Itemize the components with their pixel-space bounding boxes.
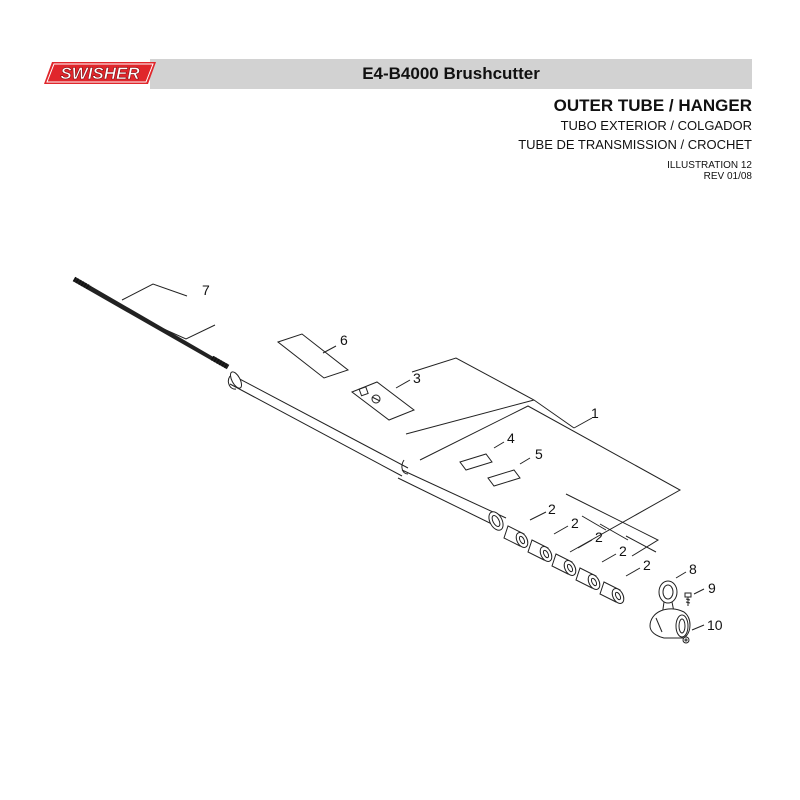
nut xyxy=(682,636,690,644)
callout-2b: 2 xyxy=(571,515,579,531)
leader-7c xyxy=(156,324,216,340)
callout-7: 7 xyxy=(202,282,210,298)
label-part-5 xyxy=(487,469,521,487)
bushing-1 xyxy=(503,525,529,548)
callout-2d: 2 xyxy=(619,543,627,559)
callout-8: 8 xyxy=(689,561,697,577)
leaders-2 xyxy=(529,493,660,577)
section-title-es: TUBO EXTERIOR / COLGADOR xyxy=(560,118,752,133)
bushing-3 xyxy=(551,553,577,576)
leader-3-to-1 xyxy=(411,357,575,429)
leader-10 xyxy=(691,624,705,631)
label-part-6 xyxy=(276,333,350,379)
callout-2e: 2 xyxy=(643,557,651,573)
leader-7b xyxy=(131,311,147,321)
header-bar xyxy=(150,59,752,89)
callout-6: 6 xyxy=(340,332,348,348)
callout-9: 9 xyxy=(708,580,716,596)
callout-10: 10 xyxy=(707,617,723,633)
leader-1-tag xyxy=(573,417,593,429)
model-title: E4-B4000 Brushcutter xyxy=(362,64,540,83)
label-part-4 xyxy=(459,453,493,471)
screw xyxy=(684,592,692,606)
bushing-4 xyxy=(575,567,601,590)
callout-5: 5 xyxy=(535,446,543,462)
leader-4 xyxy=(493,441,505,449)
section-title-fr: TUBE DE TRANSMISSION / CROCHET xyxy=(518,137,752,152)
warning-label-part-3 xyxy=(350,381,416,421)
outer-tube xyxy=(227,371,507,531)
section-title-en: OUTER TUBE / HANGER xyxy=(553,96,752,115)
leader-3 xyxy=(395,379,411,389)
leader-3-to-tube xyxy=(405,399,535,435)
leader-9 xyxy=(693,588,705,595)
leader-5 xyxy=(519,457,531,465)
svg-text:SWISHER: SWISHER xyxy=(60,64,140,83)
hanger xyxy=(649,580,691,639)
bushings xyxy=(503,525,625,604)
callout-2c: 2 xyxy=(595,529,603,545)
section-titles: OUTER TUBE / HANGER TUBO EXTERIOR / COLG… xyxy=(518,96,752,182)
callout-2a: 2 xyxy=(548,501,556,517)
illustration-number: ILLUSTRATION 12 xyxy=(667,160,752,171)
leader-7 xyxy=(121,283,188,301)
swisher-logo: SWISHER xyxy=(44,62,156,84)
callout-3: 3 xyxy=(413,370,421,386)
drive-shaft xyxy=(72,276,230,370)
bushing-5 xyxy=(599,581,625,604)
callout-4: 4 xyxy=(507,430,515,446)
callout-1: 1 xyxy=(591,405,599,421)
leader-8 xyxy=(675,571,687,579)
revision-date: REV 01/08 xyxy=(703,171,752,182)
leader-6 xyxy=(322,345,337,354)
leader-1 xyxy=(419,405,682,553)
bushing-2 xyxy=(527,539,553,562)
